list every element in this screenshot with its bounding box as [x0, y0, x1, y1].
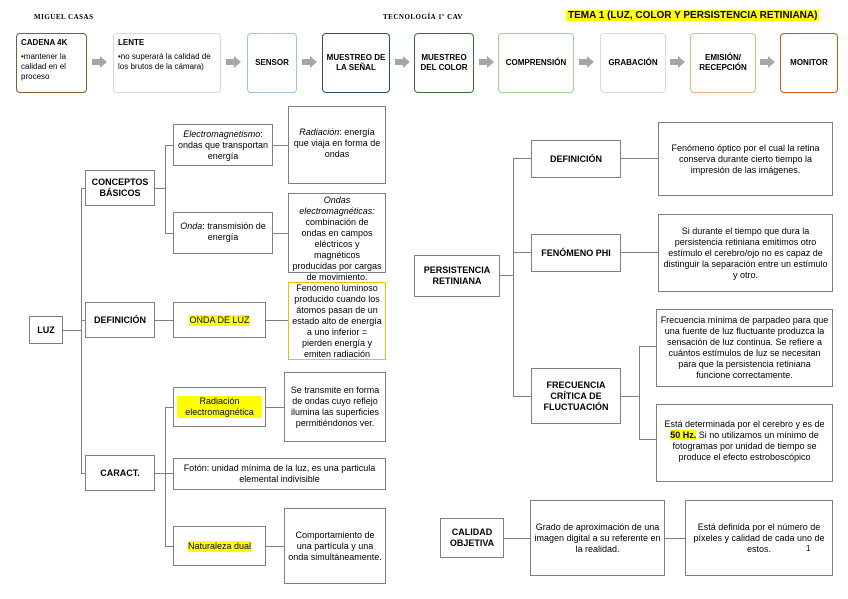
node-onda: Onda: transmisión de energía: [173, 212, 273, 254]
description: combinación de ondas en campos eléctrico…: [292, 217, 382, 282]
course-name: TECNOLOGÍA 1º CAV: [383, 13, 463, 21]
connector: [155, 473, 165, 474]
connector: [81, 188, 82, 473]
node-persistencia-retiniana: PERSISTENCIA RETINIANA: [414, 255, 500, 297]
arrow-right-icon: [479, 56, 494, 68]
connector: [81, 473, 85, 474]
description: : energía que viaja en forma de ondas: [293, 127, 381, 159]
connector: [165, 233, 173, 234]
connector: [639, 346, 656, 347]
highlighted-term: 50 Hz.: [670, 430, 697, 440]
term: Radiación: [299, 127, 340, 137]
text-part: Si no utilizamos un mínimo de fotogramas…: [672, 430, 819, 462]
connector: [665, 538, 685, 539]
connector: [273, 145, 288, 146]
connector: [266, 320, 288, 321]
author-name: MIGUEL CASAS: [34, 13, 94, 21]
highlighted-term: ONDA DE LUZ: [189, 314, 250, 326]
node-onda-de-luz: ONDA DE LUZ: [173, 302, 266, 338]
node-ondas-electromagneticas: Ondas electromagnéticas:combinación de o…: [288, 193, 386, 282]
description: : ondas que transportan energía: [177, 129, 269, 161]
node-luz: LUZ: [29, 316, 63, 344]
connector: [621, 252, 658, 253]
pipeline-label: LENTE: [118, 38, 145, 47]
node-phi-text: Si durante el tiempo que dura la persist…: [658, 214, 833, 292]
pipeline-cadena-4k: CADENA 4K •mantener la calidad en el pro…: [16, 33, 87, 93]
pipeline-label: CADENA 4K: [21, 38, 68, 47]
connector: [165, 145, 166, 233]
node-radiacion-em: Radiación electromagnética: [173, 387, 266, 427]
pipeline-muestreo-color: MUESTREO DEL COLOR: [414, 33, 474, 93]
connector: [165, 145, 173, 146]
pipeline-grabacion: GRABACIÓN: [600, 33, 666, 93]
connector: [155, 320, 173, 321]
term: Ondas electromagnéticas:: [299, 195, 375, 216]
arrow-right-icon: [760, 56, 775, 68]
page-number: 1: [806, 544, 811, 553]
node-freq-text2: Está determinada por el cerebro y es de …: [656, 404, 833, 482]
connector: [63, 330, 81, 331]
arrow-right-icon: [226, 56, 241, 68]
connector: [504, 538, 530, 539]
connector: [513, 396, 531, 397]
term: Electromagnetismo: [183, 129, 261, 139]
arrow-right-icon: [92, 56, 107, 68]
page-title: TEMA 1 (LUZ, COLOR Y PERSISTENCIA RETINI…: [566, 10, 820, 21]
connector: [81, 320, 85, 321]
node-definicion-luz: DEFINICIÓN: [85, 302, 155, 338]
connector: [165, 407, 173, 408]
pipeline-emision: EMISIÓN/ RECEPCIÓN: [690, 33, 756, 93]
connector: [81, 188, 85, 189]
highlighted-term: Naturaleza dual: [187, 540, 252, 552]
node-se-transmite: Se transmite en forma de ondas cuyo refl…: [284, 372, 386, 442]
connector: [639, 346, 640, 439]
arrow-right-icon: [579, 56, 594, 68]
node-naturaleza-dual: Naturaleza dual: [173, 526, 266, 566]
pipeline-comprension: COMPRENSIÓN: [498, 33, 574, 93]
node-comportamiento: Comportamiento de una partícula y una on…: [284, 508, 386, 584]
node-fenomeno-phi: FENÓMENO PHI: [531, 234, 621, 272]
connector: [513, 252, 531, 253]
pipeline-bullet: •no superará la calidad de los brutos de…: [118, 52, 211, 71]
node-electromagnetismo: Electromagnetismo: ondas que transportan…: [173, 124, 273, 166]
node-definicion-persistencia: DEFINICIÓN: [531, 140, 621, 178]
connector: [513, 158, 514, 396]
connector: [639, 439, 656, 440]
connector: [165, 473, 173, 474]
pipeline-lente: LENTE •no superará la calidad de los bru…: [113, 33, 221, 93]
connector: [266, 407, 284, 408]
term: Onda: [180, 221, 203, 231]
node-foton: Fotón: unidad mínima de la luz, es una p…: [173, 458, 386, 490]
connector: [621, 158, 658, 159]
node-def-text: Fenómeno óptico por el cual la retina co…: [658, 122, 833, 196]
node-definida: Está definida por el número de píxeles y…: [685, 500, 833, 576]
node-conceptos-basicos: CONCEPTOS BÁSICOS: [85, 170, 155, 206]
node-calidad-objetiva: CALIDAD OBJETIVA: [440, 518, 504, 558]
text-part: Está determinada por el cerebro y es de: [664, 419, 825, 429]
pipeline-monitor: MONITOR: [780, 33, 838, 93]
connector: [513, 158, 531, 159]
connector: [155, 188, 165, 189]
highlighted-term: Radiación electromagnética: [177, 396, 262, 418]
connector: [165, 546, 173, 547]
connector: [500, 275, 513, 276]
arrow-right-icon: [395, 56, 410, 68]
node-caract: CARACT.: [85, 455, 155, 491]
node-frecuencia-critica: FRECUENCIA CRÍTICA DE FLUCTUACIÓN: [531, 368, 621, 424]
connector: [165, 407, 166, 546]
node-fenomeno-luminoso: Fenómeno luminoso producido cuando los á…: [288, 282, 386, 360]
arrow-right-icon: [302, 56, 317, 68]
description: : transmisión de energía: [202, 221, 266, 242]
connector: [621, 396, 639, 397]
arrow-right-icon: [670, 56, 685, 68]
connector: [266, 546, 284, 547]
pipeline-bullet: •mantener la calidad en el proceso: [21, 52, 67, 81]
node-freq-text1: Frecuencia mínima de parpadeo para que u…: [656, 309, 833, 387]
connector: [273, 233, 288, 234]
pipeline-muestreo-senal: MUESTREO DE LA SEÑAL: [322, 33, 390, 93]
pipeline-sensor: SENSOR: [247, 33, 297, 93]
node-radiacion: Radiación: energía que viaja en forma de…: [288, 106, 386, 184]
node-grado-aproximacion: Grado de aproximación de una imagen digi…: [530, 500, 665, 576]
